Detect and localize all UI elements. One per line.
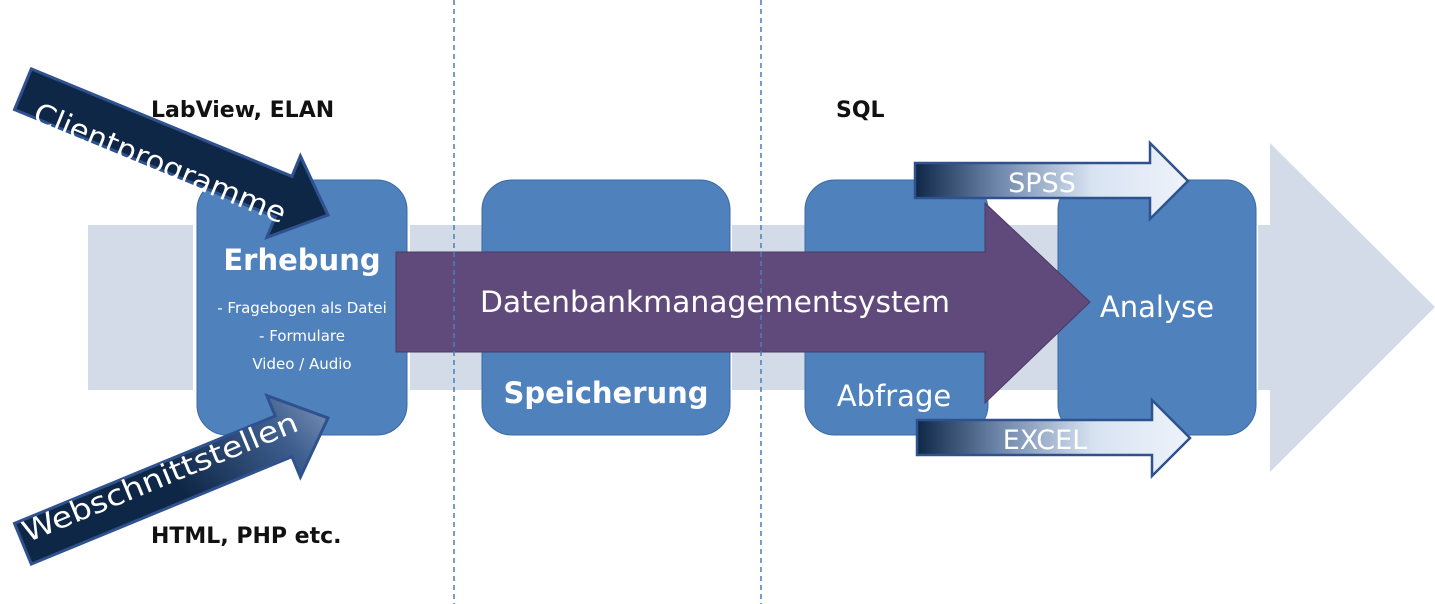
- dbms-label: Datenbankmanagementsystem: [480, 285, 950, 319]
- band-segment-left: [88, 225, 193, 390]
- label-html-php: HTML, PHP etc.: [151, 524, 342, 549]
- erhebung-item-1: - Fragebogen als Datei: [217, 299, 387, 317]
- big-arrow-right: [1258, 143, 1435, 472]
- spss-arrow: [913, 139, 1190, 223]
- abfrage-title: Abfrage: [837, 379, 951, 413]
- clientprogramme-arrow: [12, 66, 331, 240]
- erhebung-item-3: Video / Audio: [252, 355, 351, 373]
- webschnittstellen-arrow: [12, 393, 331, 567]
- erhebung-title: Erhebung: [223, 243, 380, 277]
- label-labview-elan: LabView, ELAN: [151, 98, 334, 123]
- spss-label: SPSS: [1008, 168, 1076, 199]
- erhebung-item-2: - Formulare: [259, 327, 345, 345]
- dbms-arrow: [395, 201, 1091, 405]
- excel-label: EXCEL: [1003, 425, 1088, 456]
- analyse-title: Analyse: [1100, 290, 1214, 324]
- speicherung-title: Speicherung: [503, 376, 708, 410]
- excel-arrow: [915, 396, 1192, 480]
- label-sql: SQL: [836, 98, 885, 123]
